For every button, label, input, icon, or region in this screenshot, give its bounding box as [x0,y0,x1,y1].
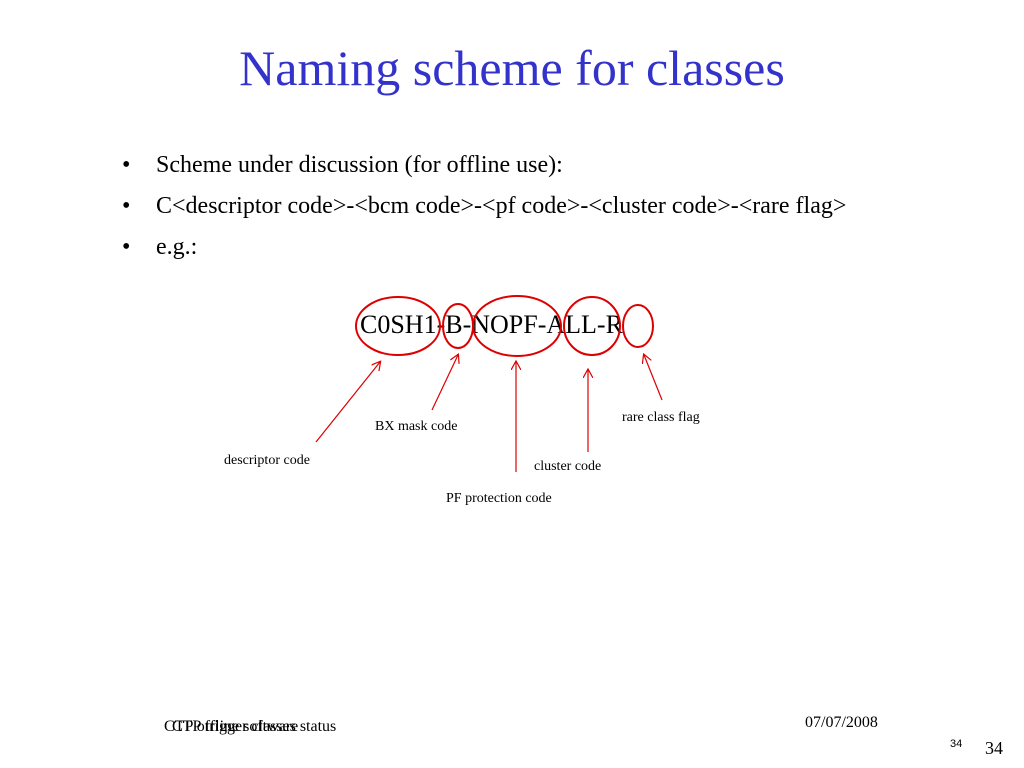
footer-overlap-title: CTP trigger classes status [172,718,337,735]
bullet-list: • Scheme under discussion (for offline us… [116,150,916,273]
bullet-item: • Scheme under discussion (for offline us… [116,150,916,181]
bullet-text: C<descriptor code>-<bcm code>-<pf code>-… [156,193,847,219]
example-class-name: C0SH1-B-NOPF-ALL-R [360,310,623,339]
bx-mask-arrow [431,355,458,411]
bullet-dot: • [122,234,131,260]
bullet-text: Scheme under discussion (for offline use… [156,152,563,178]
descriptor-code-ellipse [355,296,441,356]
bullet-item: • C<descriptor code>-<bcm code>-<pf code>… [116,191,916,222]
slide-number: 34 [985,738,1003,758]
bullet-text: e.g.: [156,234,198,260]
rare-flag-ellipse [622,304,654,348]
bullet-item: • e.g.: [116,232,916,263]
rare-class-flag-label: rare class flag [622,410,700,425]
bx-mask-code-label: BX mask code [375,419,458,434]
descriptor-arrow [315,362,380,443]
footer-left: CTP offline software CTP trigger classes… [164,718,336,736]
footer-date: 07/07/2008 [805,714,878,731]
bullet-dot: • [122,193,131,219]
pf-protection-code-label: PF protection code [446,491,552,506]
descriptor-code-label: descriptor code [224,453,310,468]
cluster-code-ellipse [563,296,621,356]
bx-mask-code-ellipse [442,303,474,349]
footer-title: CTP offline software [164,718,299,735]
cluster-code-label: cluster code [534,459,602,474]
slide-title: Naming scheme for classes [239,40,785,96]
pf-code-ellipse [472,295,562,357]
bullet-dot: • [122,152,131,178]
slide-number-small: 34 [950,738,963,750]
rare-arrow [644,355,663,401]
